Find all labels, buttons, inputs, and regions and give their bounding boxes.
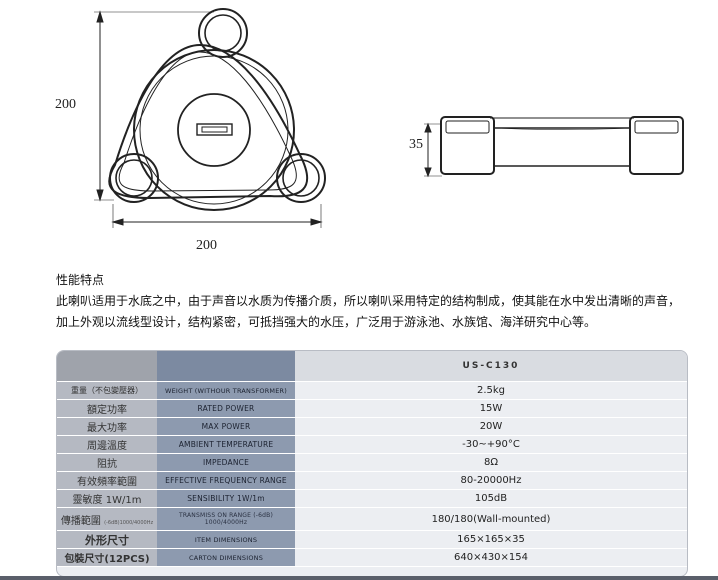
- row-label-cn: 額定功率: [57, 399, 157, 418]
- spec-table-panel: US-C130 重量（不包變壓器） WEIGHT (WITHOUR TRANSF…: [56, 350, 688, 577]
- technical-drawing: 200 200 35: [0, 0, 718, 270]
- row-value: 105dB: [295, 489, 687, 508]
- row-label-en: TRANSMISS ON RANGE (-6dB) 1000/4000Hz: [157, 507, 295, 531]
- side-height-label: 35: [409, 137, 423, 152]
- row-label-cn: 傳播範圍 (-6dB)1000/4000Hz: [57, 507, 157, 531]
- feature-line-1: 此喇叭适用于水底之中，由于声音以水质为传播介质，所以喇叭采用特定的结构制成，使其…: [56, 294, 681, 308]
- spec-header-row: US-C130: [57, 351, 687, 382]
- dimension-lines: [94, 10, 442, 228]
- row-label-cn: 靈敏度 1W/1m: [57, 489, 157, 508]
- row-label-en: IMPEDANCE: [157, 453, 295, 472]
- row-value: 20W: [295, 417, 687, 436]
- feature-description: 性能特点 此喇叭适用于水底之中，由于声音以水质为传播介质，所以喇叭采用特定的结构…: [56, 270, 706, 333]
- row-label-cn-main: 傳播範圍: [60, 515, 101, 527]
- table-row: 重量（不包變壓器） WEIGHT (WITHOUR TRANSFORMER) 2…: [57, 381, 687, 400]
- row-label-cn-sub: (-6dB)1000/4000Hz: [104, 519, 154, 526]
- spec-header-en: [157, 351, 295, 382]
- row-label-en: AMBIENT TEMPERATURE: [157, 435, 295, 454]
- row-label-cn: 重量（不包變壓器）: [57, 381, 157, 400]
- table-row: 有效頻率範圍 EFFECTIVE FREQUENCY RANGE 80-2000…: [57, 471, 687, 490]
- table-row: 傳播範圍 (-6dB)1000/4000Hz TRANSMISS ON RANG…: [57, 507, 687, 531]
- bottom-divider: [0, 576, 718, 580]
- table-row: 包裝尺寸(12PCS) CARTON DIMENSIONS 640×430×15…: [57, 548, 687, 567]
- table-row: 周邊溫度 AMBIENT TEMPERATURE -30~+90°C: [57, 435, 687, 454]
- row-value: 180/180(Wall-mounted): [295, 507, 687, 531]
- table-row: 靈敏度 1W/1m SENSIBILITY 1W/1m 105dB: [57, 489, 687, 508]
- speaker-drawing-svg: [94, 8, 684, 228]
- spec-table: US-C130 重量（不包變壓器） WEIGHT (WITHOUR TRANSF…: [57, 351, 687, 567]
- row-label-cn: 最大功率: [57, 417, 157, 436]
- row-label-en: ITEM DIMENSIONS: [157, 530, 295, 549]
- row-label-en: MAX POWER: [157, 417, 295, 436]
- row-label-cn: 有效頻率範圍: [57, 471, 157, 490]
- row-label-en: SENSIBILITY 1W/1m: [157, 489, 295, 508]
- table-row: 外形尺寸 ITEM DIMENSIONS 165×165×35: [57, 530, 687, 549]
- row-value: 2.5kg: [295, 381, 687, 400]
- row-label-en: EFFECTIVE FREQUENCY RANGE: [157, 471, 295, 490]
- row-value: 165×165×35: [295, 530, 687, 549]
- front-view: [108, 8, 326, 211]
- row-label-cn: 包裝尺寸(12PCS): [57, 548, 157, 567]
- row-value: 80-20000Hz: [295, 471, 687, 490]
- row-label-cn: 外形尺寸: [57, 530, 157, 549]
- row-label-en: CARTON DIMENSIONS: [157, 548, 295, 567]
- spec-header-cn: [57, 351, 157, 382]
- row-label-en: RATED POWER: [157, 399, 295, 418]
- row-value: -30~+90°C: [295, 435, 687, 454]
- row-label-cn: 周邊溫度: [57, 435, 157, 454]
- feature-title: 性能特点: [56, 273, 105, 287]
- front-width-label: 200: [196, 238, 217, 253]
- table-row: 阻抗 IMPEDANCE 8Ω: [57, 453, 687, 472]
- side-view: [440, 116, 684, 175]
- feature-line-2: 加上外观以流线型设计，结构紧密，可抵挡强大的水压，广泛用于游泳池、水族馆、海洋研…: [56, 315, 597, 329]
- row-value: 8Ω: [295, 453, 687, 472]
- row-value: 640×430×154: [295, 548, 687, 567]
- front-height-label: 200: [55, 97, 76, 112]
- row-label-cn: 阻抗: [57, 453, 157, 472]
- table-row: 最大功率 MAX POWER 20W: [57, 417, 687, 436]
- row-value: 15W: [295, 399, 687, 418]
- model-name: US-C130: [295, 351, 687, 382]
- table-row: 額定功率 RATED POWER 15W: [57, 399, 687, 418]
- row-label-en: WEIGHT (WITHOUR TRANSFORMER): [157, 381, 295, 400]
